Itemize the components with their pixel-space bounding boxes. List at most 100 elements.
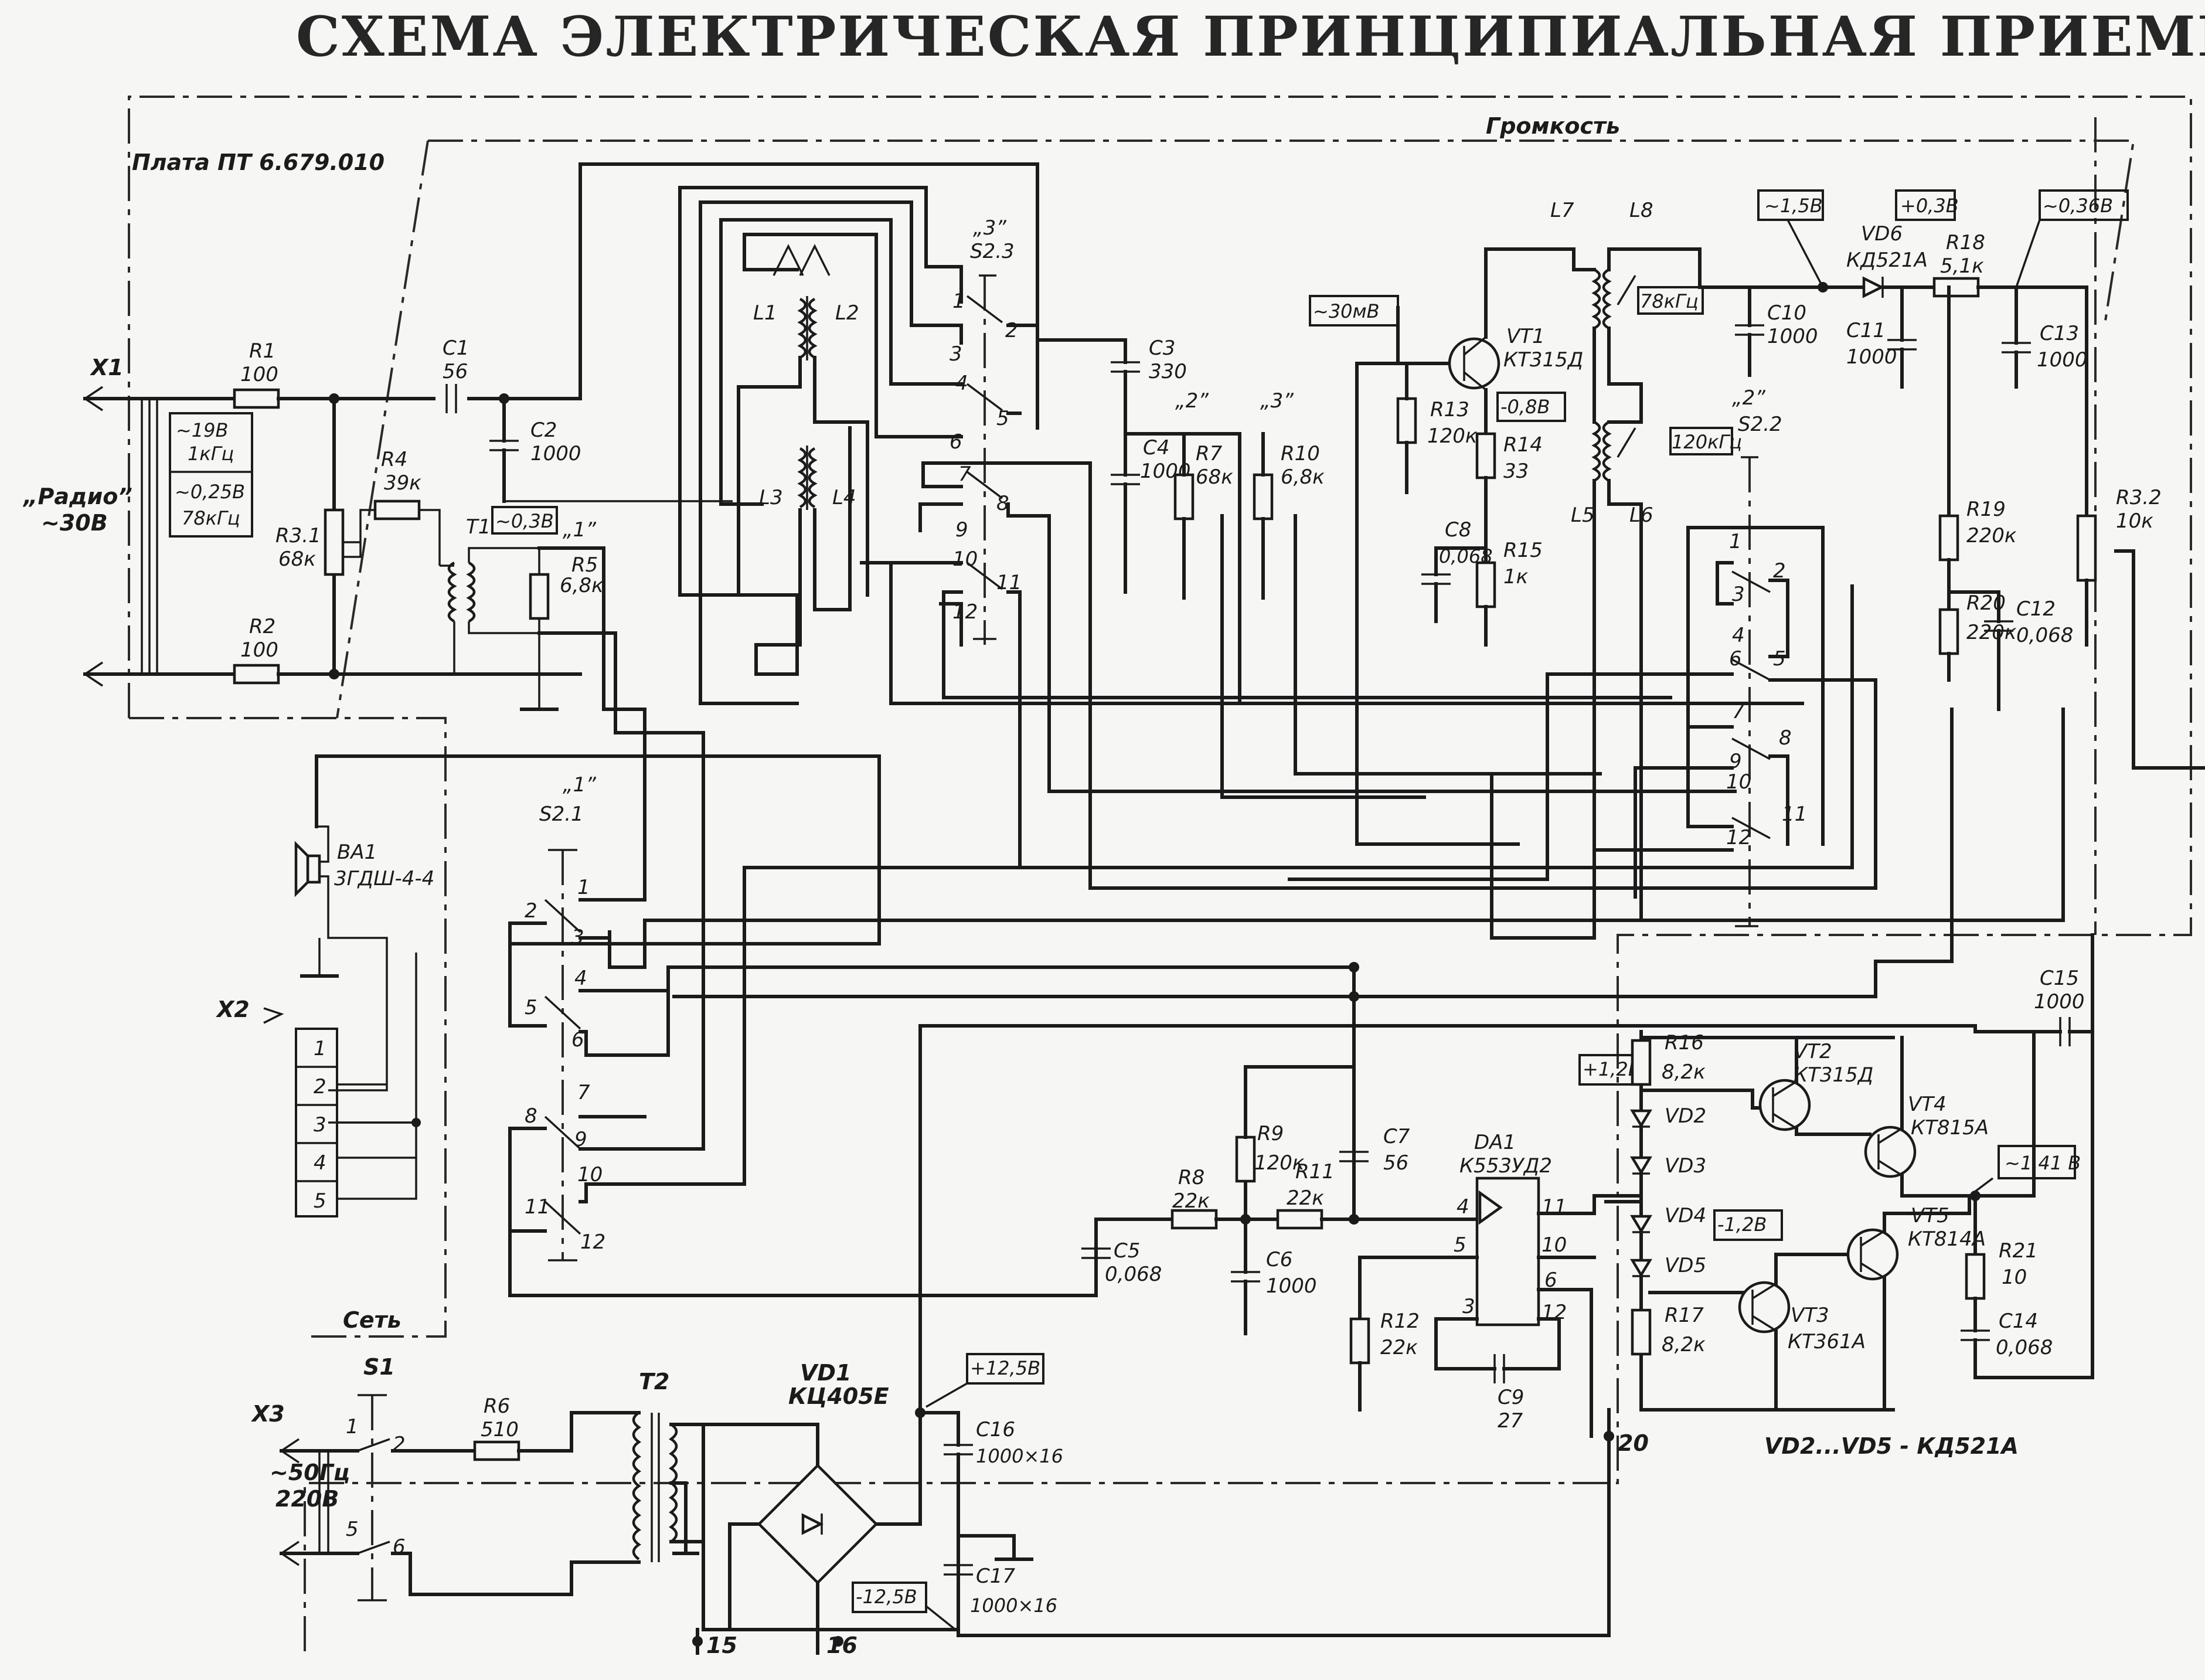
svg-text:39к: 39к [384, 471, 421, 495]
board-label: Плата ПТ 6.679.010 [132, 149, 384, 175]
resistor-r20 [1938, 608, 1959, 655]
diode-vd4 [1630, 1215, 1652, 1234]
switch-s2-1 [508, 754, 1098, 1297]
svg-text:220В: 220В [275, 1486, 339, 1512]
svg-text:78кГц: 78кГц [182, 507, 240, 529]
svg-text:R16: R16 [1665, 1031, 1704, 1055]
resistor-r11 [1276, 1209, 1323, 1230]
diode-vd3 [1630, 1156, 1652, 1175]
resistor-r2 [233, 664, 280, 685]
volume-label: Громкость [1486, 113, 1620, 139]
svg-text:R18: R18 [1946, 231, 1985, 254]
svg-text:R1: R1 [249, 339, 275, 363]
svg-text:330: 330 [1149, 360, 1187, 383]
svg-text:27: 27 [1498, 1409, 1523, 1433]
svg-text:0,068: 0,068 [1439, 545, 1493, 567]
svg-text:5: 5 [996, 407, 1009, 430]
svg-text:9: 9 [574, 1128, 587, 1151]
svg-text:R3.1: R3.1 [275, 524, 321, 547]
svg-text:R14: R14 [1503, 433, 1543, 457]
svg-text:12: 12 [1726, 826, 1751, 849]
svg-text:5: 5 [1773, 647, 1786, 671]
svg-text:1: 1 [1729, 530, 1742, 553]
svg-text:8,2к: 8,2к [1662, 1060, 1706, 1084]
svg-text:5: 5 [1454, 1233, 1466, 1257]
svg-text:3: 3 [1462, 1295, 1475, 1318]
transformer-t1 [440, 547, 539, 674]
rf-coils [678, 186, 928, 705]
resistor-r6 [473, 1440, 520, 1461]
svg-text:7: 7 [958, 462, 971, 486]
switch-s2-2 [1288, 456, 1825, 927]
resistor-r17 [1631, 1308, 1652, 1356]
input-x1 [83, 386, 242, 687]
svg-text:6: 6 [1544, 1268, 1557, 1292]
svg-text:10: 10 [1542, 1233, 1567, 1257]
svg-text:КТ361А: КТ361А [1788, 1330, 1866, 1353]
svg-text:R10: R10 [1281, 442, 1320, 465]
svg-text:12: 12 [580, 1230, 605, 1254]
svg-text:1000: 1000 [1767, 325, 1818, 348]
svg-text:8: 8 [996, 492, 1009, 515]
svg-text:C13: C13 [2040, 322, 2079, 345]
svg-text:R9: R9 [1257, 1122, 1284, 1145]
svg-text:4: 4 [1732, 624, 1745, 647]
potentiometer-r3-1 [324, 508, 345, 576]
svg-text:7: 7 [1732, 700, 1745, 723]
svg-text:R8: R8 [1178, 1166, 1204, 1189]
svg-text:3: 3 [314, 1113, 326, 1137]
svg-text:КЦ405Е: КЦ405Е [788, 1383, 889, 1409]
speaker-ba1 [306, 854, 321, 884]
resistor-r9 [1235, 1135, 1256, 1183]
svg-text:VT5: VT5 [1911, 1204, 1949, 1227]
svg-text:VD2...VD5 - КД521А: VD2...VD5 - КД521А [1764, 1433, 2019, 1459]
svg-text:L8: L8 [1629, 199, 1653, 222]
resistor-r13 [1396, 397, 1417, 444]
svg-text:100: 100 [240, 363, 278, 386]
svg-text:6: 6 [571, 1028, 584, 1052]
transformer-t2 [632, 1412, 678, 1562]
svg-text:R21: R21 [1999, 1239, 2038, 1263]
svg-text:68к: 68к [1196, 465, 1233, 489]
svg-text:S2.3: S2.3 [970, 240, 1015, 263]
radio-voltage: ~30В [41, 510, 108, 536]
svg-text:2: 2 [314, 1075, 326, 1099]
resistor-r16 [1631, 1039, 1652, 1086]
svg-text:КТ315Д: КТ315Д [1794, 1063, 1873, 1087]
svg-text:3: 3 [1732, 583, 1745, 606]
svg-text:68к: 68к [278, 547, 316, 571]
svg-text:1000: 1000 [530, 442, 581, 465]
svg-text:C8: C8 [1445, 518, 1471, 542]
svg-text:1: 1 [314, 1037, 326, 1060]
connector-x2: 1 2 3 4 5 [295, 1028, 338, 1218]
svg-text:1000: 1000 [2037, 348, 2088, 372]
svg-text:-0,8В: -0,8В [1500, 396, 1550, 418]
resistor-r19 [1938, 514, 1959, 562]
x3-label: X3 [251, 1401, 285, 1427]
resistor-r8 [1170, 1209, 1218, 1230]
svg-text:22к: 22к [1172, 1189, 1210, 1213]
svg-text:22к: 22к [1287, 1186, 1324, 1210]
svg-text:16: 16 [826, 1633, 858, 1658]
svg-text:S2.2: S2.2 [1738, 413, 1782, 436]
opamp-da1 [1475, 1176, 1540, 1327]
diode-vd6 [1862, 276, 1885, 298]
svg-text:C5: C5 [1114, 1239, 1140, 1263]
svg-text:4: 4 [1457, 1195, 1469, 1219]
svg-text:„2”: „2” [1732, 386, 1765, 410]
svg-text:C4: C4 [1143, 436, 1169, 460]
svg-text:„3”: „3” [1260, 389, 1294, 413]
svg-text:11: 11 [996, 571, 1022, 594]
svg-text:VD4: VD4 [1665, 1204, 1706, 1227]
svg-text:5: 5 [314, 1189, 326, 1213]
svg-text:КТ815А: КТ815А [1911, 1116, 1989, 1140]
svg-text:КТ814А: КТ814А [1908, 1227, 1986, 1251]
svg-text:~1,41 В: ~1,41 В [2005, 1152, 2081, 1174]
svg-text:DA1: DA1 [1474, 1131, 1516, 1154]
svg-text:6,8к: 6,8к [1281, 465, 1325, 489]
svg-text:C10: C10 [1767, 301, 1806, 325]
switch-s1 [357, 1394, 390, 1601]
svg-text:R5: R5 [571, 553, 598, 577]
svg-text:R13: R13 [1430, 398, 1469, 421]
svg-text:R15: R15 [1503, 539, 1543, 562]
